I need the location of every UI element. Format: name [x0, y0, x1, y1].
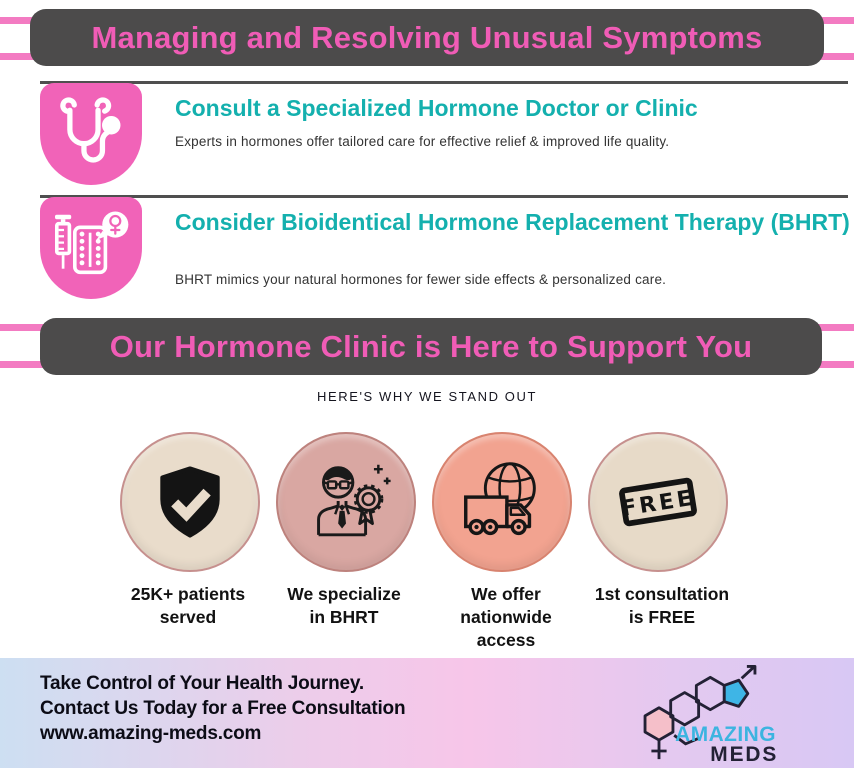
standout-heading: HERE'S WHY WE STAND OUT [316, 389, 538, 404]
stethoscope-icon [40, 83, 142, 185]
free-stamp-icon: FREE [588, 432, 728, 572]
amazing-meds-logo: AMAZING MEDS [643, 665, 778, 764]
support-title: Our Hormone Clinic is Here to Support Yo… [109, 328, 753, 364]
logo-word-meds: MEDS [710, 743, 778, 764]
tip-description: BHRT mimics your natural hormones for fe… [175, 272, 667, 287]
main-title-banner: Managing and Resolving Unusual Symptoms [30, 9, 824, 66]
tip-description: Experts in hormones offer tailored care … [175, 134, 670, 149]
main-title: Managing and Resolving Unusual Symptoms [91, 19, 763, 55]
footer-cta-line1: Take Control of Your Health Journey. [40, 673, 364, 694]
section-divider [40, 81, 848, 84]
syringe-pills-icon [40, 197, 142, 299]
footer-cta-line2: Contact Us Today for a Free Consultation [40, 698, 406, 719]
section-divider [40, 195, 848, 198]
standout-label-patients: 25K+ patients served [130, 584, 246, 627]
support-banner: Our Hormone Clinic is Here to Support Yo… [40, 318, 822, 375]
standout-label-free-consultation: 1st consultation is FREE [594, 584, 730, 627]
logo-word-amazing: AMAZING [675, 723, 776, 746]
tip-title-bhrt: Consider Bioidentical Hormone Replacemen… [175, 209, 850, 235]
bhrt-specialist-icon [276, 432, 416, 572]
tip-title-consult-doctor: Consult a Specialized Hormone Doctor or … [175, 95, 698, 121]
nationwide-delivery-icon [432, 432, 572, 572]
shield-check-icon [120, 432, 260, 572]
standout-label-nationwide: We offer nationwide access [460, 584, 552, 650]
footer: Take Control of Your Health Journey. Con… [0, 658, 854, 768]
footer-cta: Take Control of Your Health Journey. Con… [40, 671, 406, 746]
website-link[interactable]: www.amazing-meds.com [40, 723, 262, 744]
standout-label-specialize: We specialize in BHRT [287, 584, 401, 627]
